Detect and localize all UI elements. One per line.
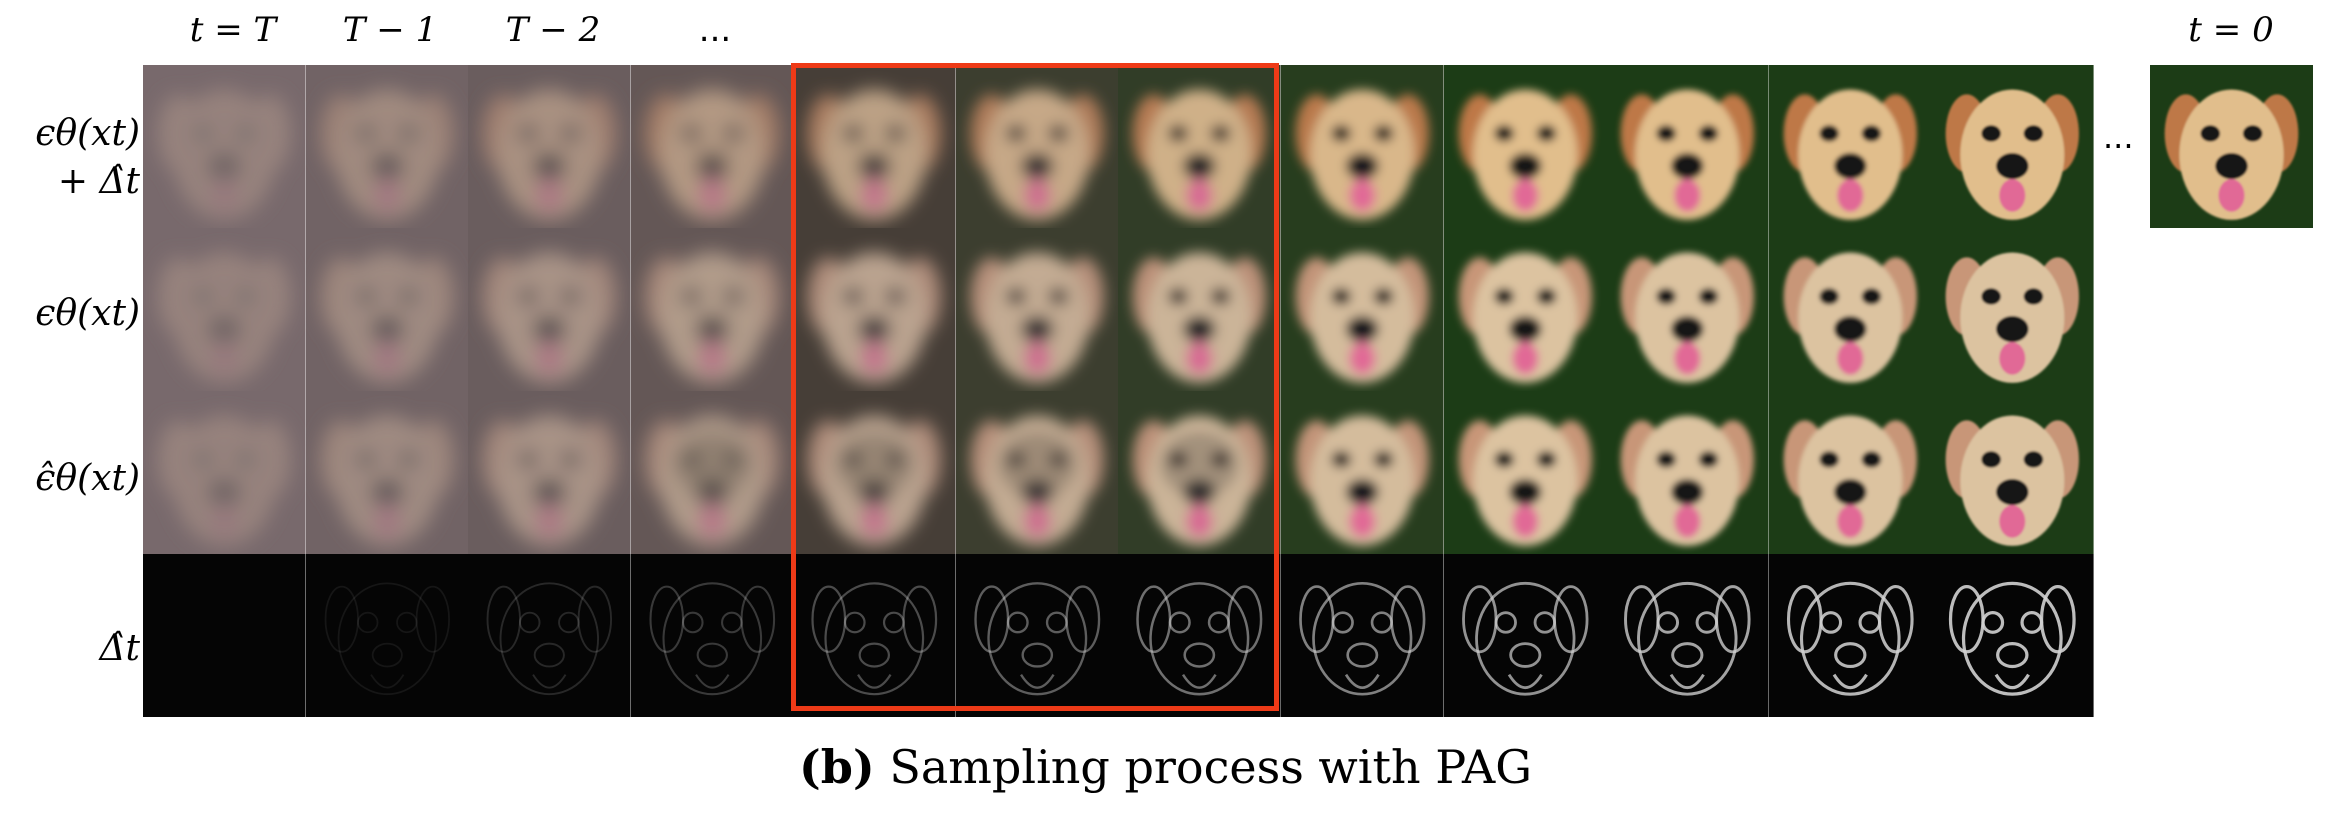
dog-tile-r4-c9	[1443, 554, 1607, 717]
row-label-guided-line1: ϵθ(xt)	[35, 113, 140, 154]
dog-tile-r3-c5	[793, 391, 956, 554]
dog-tile-r1-c4	[630, 65, 794, 228]
dog-tile-r2-c3	[468, 228, 631, 391]
dog-tile-r1-c6	[955, 65, 1119, 228]
column-label-ellipsis: ...	[698, 10, 732, 50]
dog-tile-r3-c3	[468, 391, 631, 554]
dog-tile-r1-c8	[1281, 65, 1444, 228]
dog-tile-r4-c1	[143, 554, 306, 717]
row-label-epsilon: ϵθ(xt)	[0, 290, 140, 338]
dog-tile-r3-c9	[1443, 391, 1607, 554]
dog-tile-r2-c5	[793, 228, 956, 391]
dog-tile-r4-c4	[630, 554, 794, 717]
dog-tile-r2-c8	[1281, 228, 1444, 391]
dog-tile-r3-c11	[1768, 391, 1932, 554]
row-label-delta-text: Δ̂t	[99, 628, 140, 669]
dog-tile-r1-c7	[1118, 65, 1282, 228]
dog-tile-r3-c10	[1606, 391, 1769, 554]
dog-tile-r1-c12	[1931, 65, 2094, 228]
dog-tile-r4-c11	[1768, 554, 1932, 717]
dog-tile-r3-c12	[1931, 391, 2094, 554]
row-label-epsilon-hat: ϵ̂θ(xt)	[0, 455, 140, 503]
dog-tile-r4-c7	[1118, 554, 1282, 717]
dog-tile-r2-c11	[1768, 228, 1932, 391]
row-label-guided-line2: + Δ̂t	[57, 161, 140, 202]
dog-tile-r3-c2	[305, 391, 469, 554]
dog-tile-r2-c4	[630, 228, 794, 391]
dog-tile-r3-c6	[955, 391, 1119, 554]
row-label-delta: Δ̂t	[0, 625, 140, 673]
dog-tile-r1-c11	[1768, 65, 1932, 228]
column-label-t-0: t = 0	[2188, 10, 2274, 50]
final-dog-image	[2150, 65, 2313, 228]
sampling-image-grid	[143, 65, 2094, 717]
ellipsis-marker: ...	[2103, 118, 2134, 156]
dog-tile-r2-c2	[305, 228, 469, 391]
dog-tile-r1-c2	[305, 65, 469, 228]
dog-tile-r4-c3	[468, 554, 631, 717]
dog-tile-r4-c8	[1281, 554, 1444, 717]
dog-tile-r2-c7	[1118, 228, 1282, 391]
dog-tile-r3-c1	[143, 391, 306, 554]
figure-caption: (b) Sampling process with PAG	[0, 740, 2331, 794]
dog-tile-r4-c12	[1931, 554, 2094, 717]
dog-tile-r1-c5	[793, 65, 956, 228]
dog-tile-r3-c4	[630, 391, 794, 554]
dog-tile-r2-c9	[1443, 228, 1607, 391]
dog-tile-r1-c10	[1606, 65, 1769, 228]
dog-tile-r2-c10	[1606, 228, 1769, 391]
column-label-t-T: t = T	[189, 10, 277, 50]
row-label-epsilon-text: ϵθ(xt)	[35, 293, 140, 334]
dog-tile-r2-c1	[143, 228, 306, 391]
dog-tile-r4-c6	[955, 554, 1119, 717]
column-label-T-minus-1: T − 1	[342, 10, 438, 50]
row-label-guided: ϵθ(xt) + Δ̂t	[0, 110, 140, 206]
dog-tile-r4-c10	[1606, 554, 1769, 717]
dog-tile-r4-c2	[305, 554, 469, 717]
dog-tile-r1-c1	[143, 65, 306, 228]
dog-tile-r3-c7	[1118, 391, 1282, 554]
dog-tile-r4-c5	[793, 554, 956, 717]
dog-tile-r3-c8	[1281, 391, 1444, 554]
dog-tile-r2-c6	[955, 228, 1119, 391]
caption-text: Sampling process with PAG	[889, 740, 1532, 794]
column-label-T-minus-2: T − 2	[505, 10, 601, 50]
dog-tile-r1-c3	[468, 65, 631, 228]
dog-tile-r1-c9	[1443, 65, 1607, 228]
row-label-epsilon-hat-text: ϵ̂θ(xt)	[35, 458, 140, 499]
caption-tag: (b)	[799, 740, 875, 794]
dog-tile-r2-c12	[1931, 228, 2094, 391]
